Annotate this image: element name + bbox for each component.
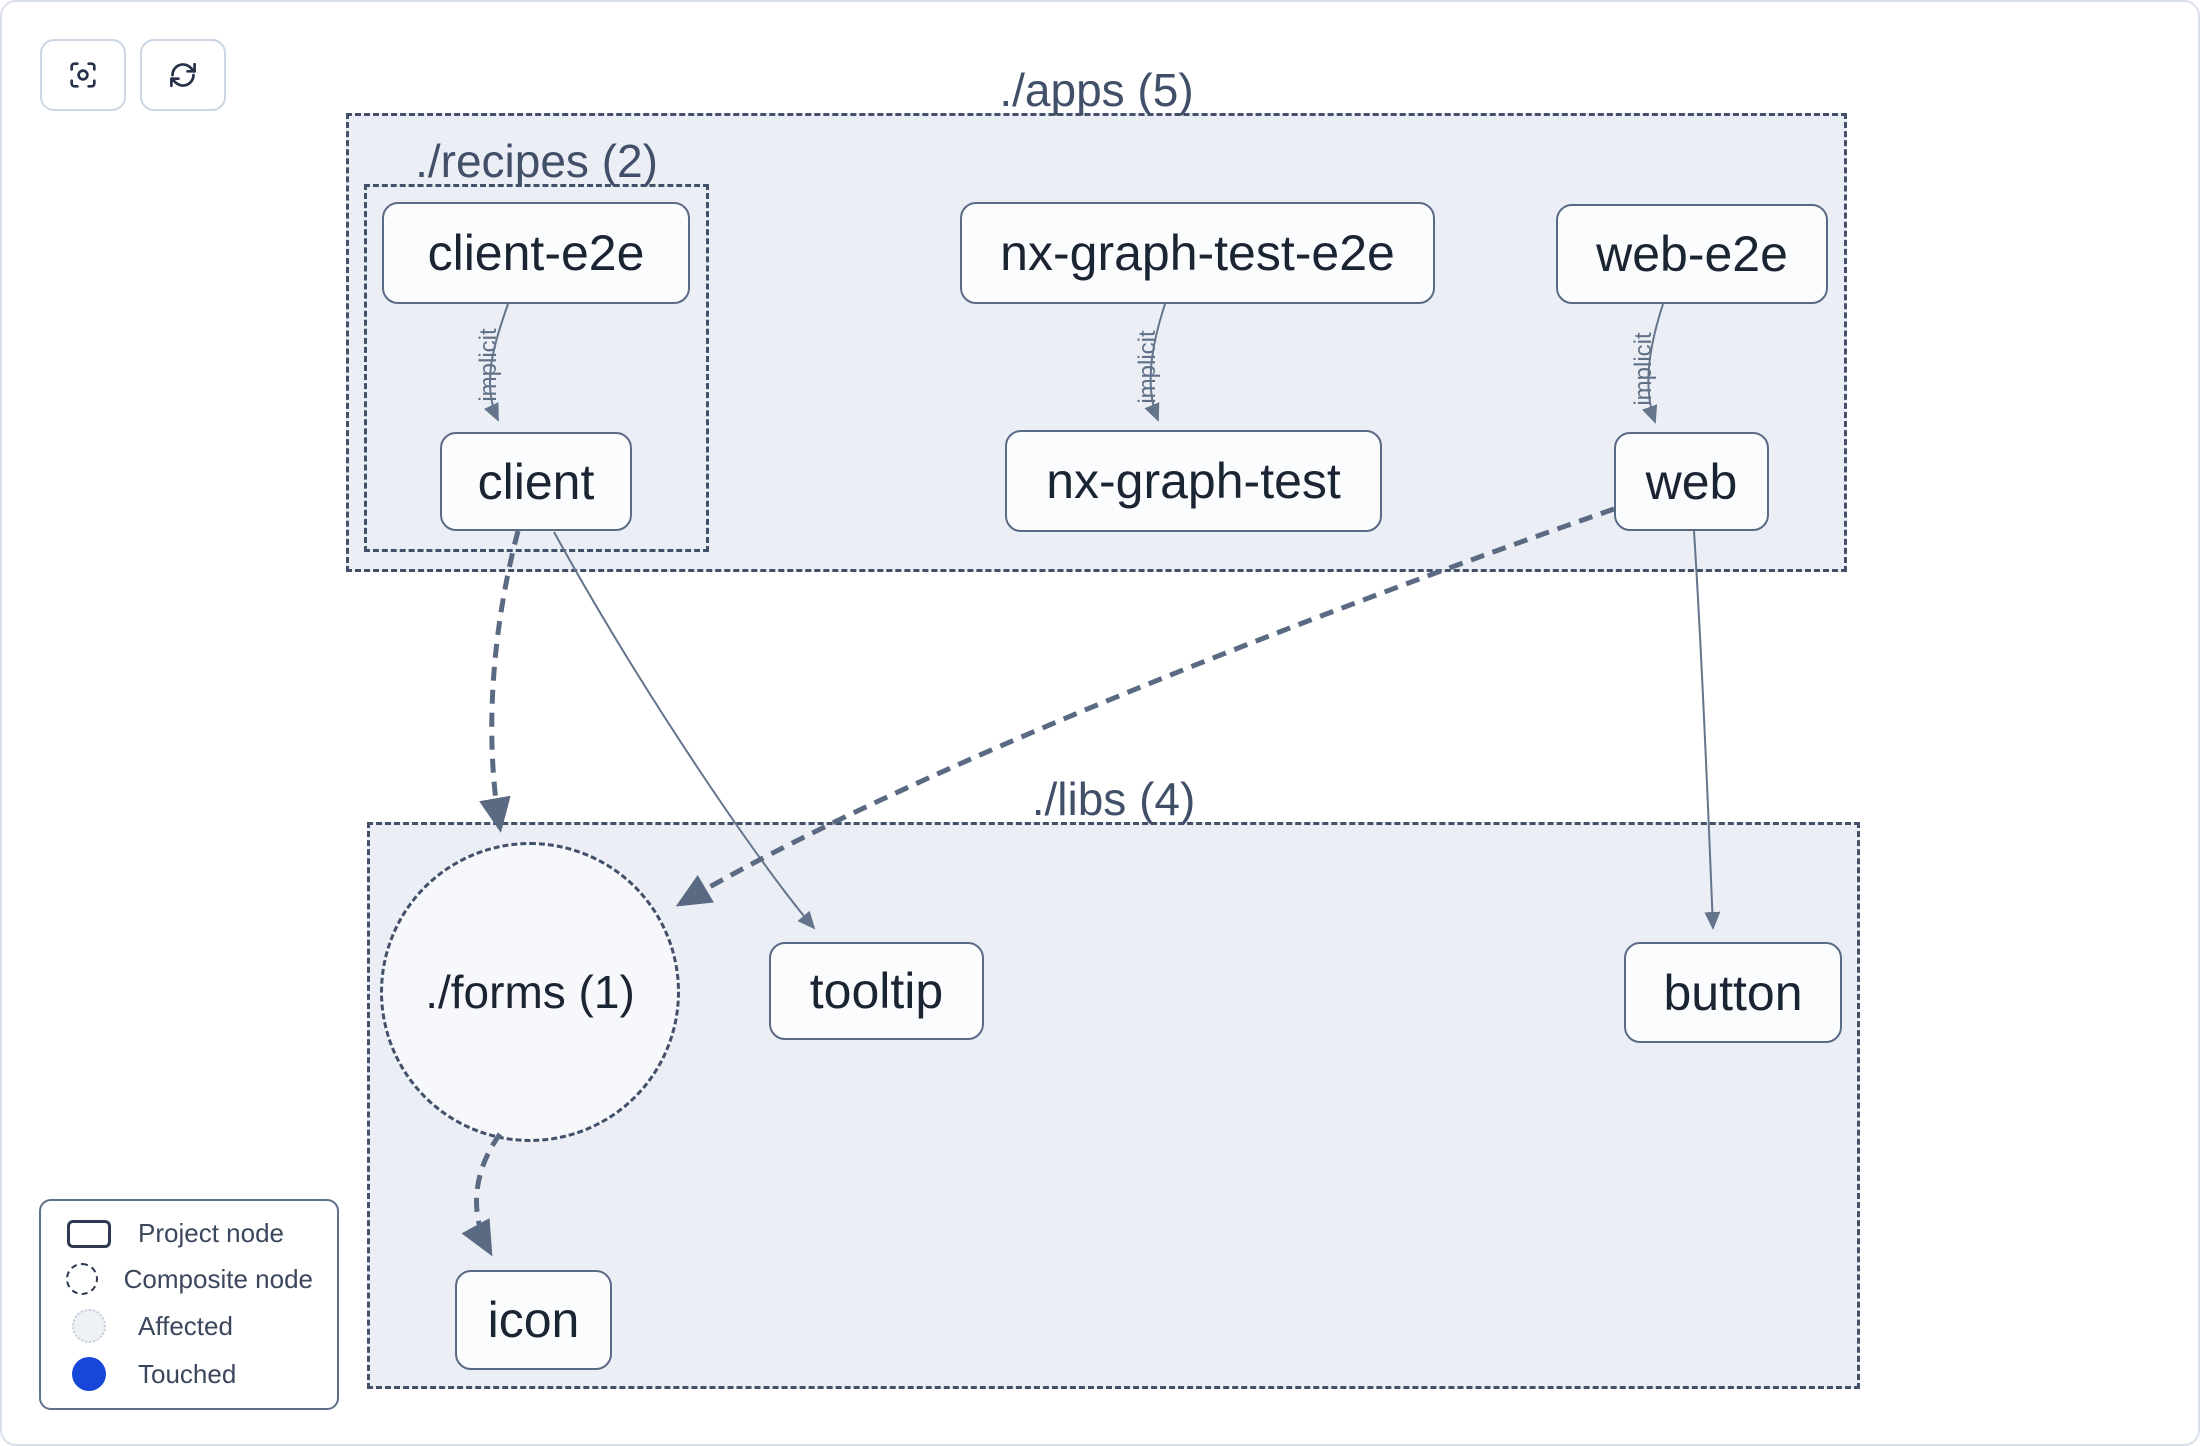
node-nx-graph-test[interactable]: nx-graph-test [1005,430,1382,532]
node-button-label: button [1663,964,1803,1021]
node-client-e2e[interactable]: client-e2e [382,202,690,304]
node-client-e2e-label: client-e2e [427,225,645,281]
focus-crosshair-icon [70,62,96,88]
legend-item-composite-node: Composite node [65,1263,313,1295]
node-web-e2e[interactable]: web-e2e [1556,204,1828,304]
legend-label: Touched [138,1358,237,1389]
node-client[interactable]: client [440,432,632,531]
edge-label-implicit: implicit [475,328,502,402]
legend-label: Affected [138,1310,233,1341]
legend-item-touched: Touched [65,1357,313,1391]
edge-client-forms [479,530,521,833]
node-nx-graph-test-e2e[interactable]: nx-graph-test-e2e [960,202,1435,304]
legend-item-affected: Affected [65,1309,313,1343]
group-apps-label[interactable]: ./apps (5) [999,64,1194,116]
node-web[interactable]: web [1614,432,1769,531]
legend-label: Composite node [123,1263,313,1294]
node-nx-graph-test-label: nx-graph-test [1046,453,1341,509]
refresh-button[interactable] [140,39,226,111]
legend-label: Project node [138,1218,284,1248]
group-libs-label[interactable]: ./libs (4) [1031,773,1196,825]
edge-label-implicit: implicit [1630,332,1657,406]
node-icon-label: icon [487,1292,580,1348]
affected-swatch-icon [65,1309,113,1343]
node-web-label: web [1645,453,1738,510]
legend: Project node Composite node Affected Tou… [39,1199,339,1410]
legend-item-project-node: Project node [65,1218,313,1249]
group-recipes-label[interactable]: ./recipes (2) [415,135,658,187]
composite-node-forms[interactable]: ./forms (1) [380,842,680,1142]
touched-swatch-icon [65,1357,113,1391]
composite-node-swatch-icon [65,1263,99,1295]
node-nx-graph-test-e2e-label: nx-graph-test-e2e [1000,225,1395,281]
focus-button[interactable] [40,39,126,111]
node-tooltip[interactable]: tooltip [769,942,984,1040]
node-tooltip-label: tooltip [809,963,944,1019]
edge-label-implicit: implicit [1134,330,1161,404]
node-client-label: client [477,453,595,510]
project-node-swatch-icon [65,1219,113,1248]
refresh-icon [170,62,196,88]
node-web-e2e-label: web-e2e [1596,226,1788,282]
node-button[interactable]: button [1624,942,1842,1043]
composite-node-forms-label: ./forms (1) [425,966,635,1018]
node-icon[interactable]: icon [455,1270,612,1370]
